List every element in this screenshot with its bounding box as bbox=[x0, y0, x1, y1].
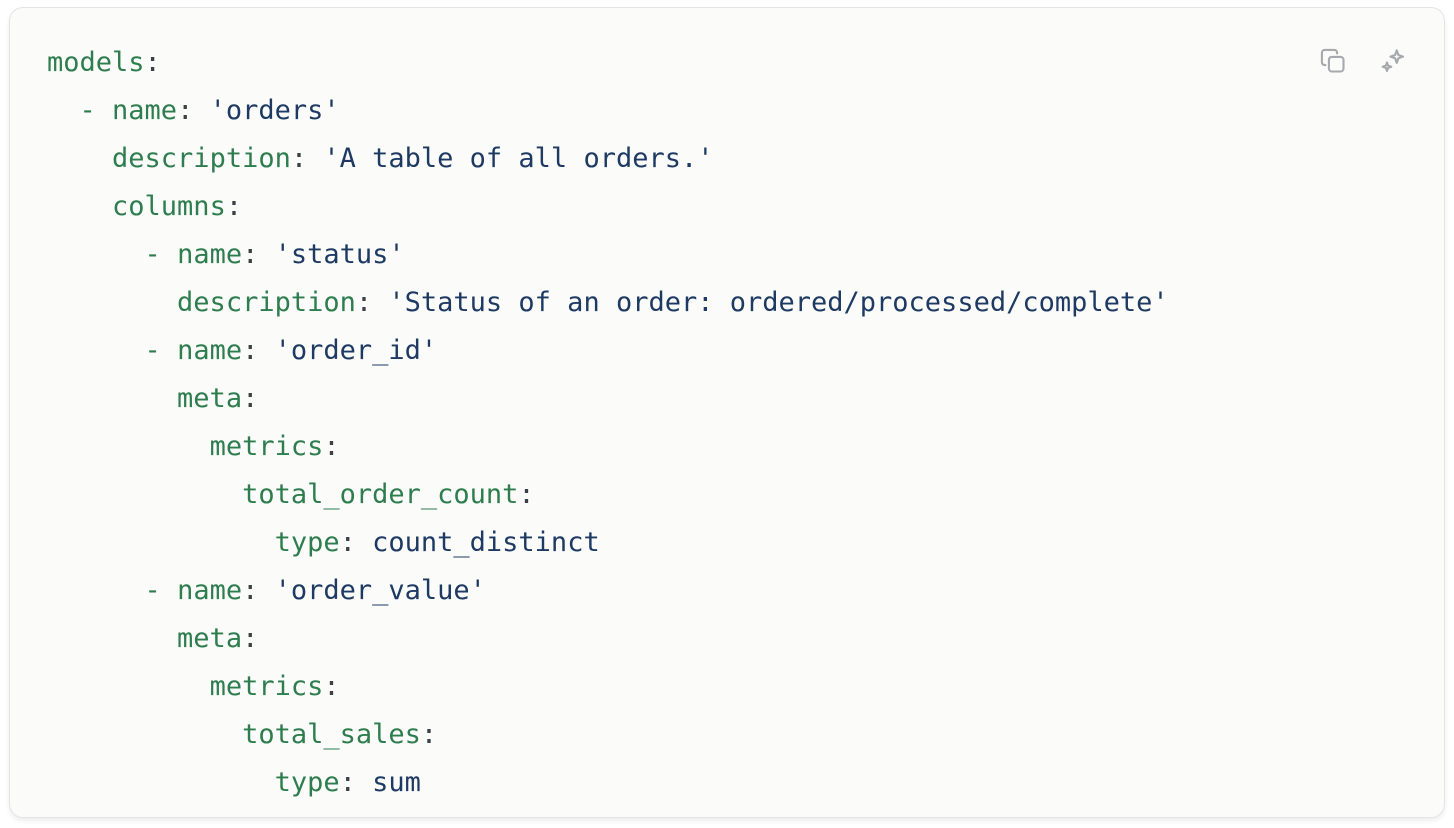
code-segment-plain bbox=[47, 191, 112, 222]
code-segment-key: total_sales bbox=[242, 719, 421, 750]
code-line: models: bbox=[47, 39, 1354, 87]
code-segment-str: 'order_id' bbox=[274, 335, 438, 366]
code-segment-plain bbox=[47, 383, 177, 414]
code-segment-plain bbox=[47, 527, 275, 558]
code-line: type: sum bbox=[47, 759, 1354, 807]
code-line: total_sales: bbox=[47, 711, 1354, 759]
code-segment-plain bbox=[47, 767, 275, 798]
code-segment-plain bbox=[47, 431, 210, 462]
code-segment-plain bbox=[47, 95, 80, 126]
code-segment-punct: : bbox=[339, 767, 373, 798]
code-line: columns: bbox=[47, 183, 1354, 231]
code-line: total_order_count: bbox=[47, 471, 1354, 519]
copy-button[interactable] bbox=[1318, 46, 1348, 76]
code-segment-key: meta bbox=[177, 383, 243, 414]
code-segment-plain bbox=[47, 671, 210, 702]
code-segment-str: 'status' bbox=[274, 239, 405, 270]
code-segment-key: models bbox=[47, 47, 145, 78]
code-segment-val: sum bbox=[372, 767, 421, 798]
code-segment-key: metrics bbox=[209, 671, 324, 702]
code-line: - name: 'status' bbox=[47, 231, 1354, 279]
code-segment-key: type bbox=[274, 767, 340, 798]
code-line: metrics: bbox=[47, 663, 1354, 711]
code-segment-key: description bbox=[177, 287, 356, 318]
code-line: description: 'A table of all orders.' bbox=[47, 135, 1354, 183]
code-line: description: 'Status of an order: ordere… bbox=[47, 279, 1354, 327]
code-segment-str: 'A table of all orders.' bbox=[323, 143, 714, 174]
code-line: metrics: bbox=[47, 423, 1354, 471]
code-segment-plain bbox=[47, 623, 177, 654]
code-segment-key: meta bbox=[177, 623, 243, 654]
code-segment-punct: : bbox=[177, 95, 210, 126]
code-segment-key: description bbox=[112, 143, 291, 174]
code-segment-plain bbox=[47, 239, 145, 270]
code-segment-key: name bbox=[177, 239, 243, 270]
code-segment-punct: : bbox=[242, 239, 275, 270]
code-line: - name: 'order_value' bbox=[47, 567, 1354, 615]
code-segment-punct: : bbox=[339, 527, 373, 558]
code-segment-plain bbox=[47, 335, 145, 366]
code-segment-punct: : bbox=[242, 575, 275, 606]
code-line: meta: bbox=[47, 375, 1354, 423]
code-segment-str: 'order_value' bbox=[274, 575, 486, 606]
code-segment-punct: : bbox=[242, 335, 275, 366]
code-card: models: - name: 'orders' description: 'A… bbox=[9, 7, 1445, 818]
copy-icon bbox=[1319, 47, 1347, 75]
code-segment-plain bbox=[47, 479, 242, 510]
code-segment-punct: : bbox=[225, 191, 243, 222]
code-segment-key: metrics bbox=[209, 431, 324, 462]
code-segment-key: columns bbox=[112, 191, 226, 222]
sparkles-icon bbox=[1378, 46, 1408, 76]
code-segment-punct: : bbox=[420, 719, 438, 750]
code-segment-key: name bbox=[177, 575, 243, 606]
code-segment-dash: - bbox=[144, 239, 178, 270]
code-segment-punct: : bbox=[323, 671, 340, 702]
code-segment-key: type bbox=[274, 527, 340, 558]
code-line: - name: 'orders' bbox=[47, 87, 1354, 135]
code-segment-val: count_distinct bbox=[372, 527, 600, 558]
code-segment-key: total_order_count bbox=[242, 479, 519, 510]
code-segment-str: 'orders' bbox=[209, 95, 340, 126]
code-segment-key: name bbox=[112, 95, 178, 126]
code-segment-punct: : bbox=[323, 431, 340, 462]
code-segment-dash: - bbox=[144, 575, 178, 606]
code-toolbar bbox=[1318, 46, 1408, 76]
yaml-code-block: models: - name: 'orders' description: 'A… bbox=[47, 39, 1354, 807]
code-segment-plain bbox=[47, 575, 145, 606]
ai-sparkle-button[interactable] bbox=[1378, 46, 1408, 76]
code-segment-plain bbox=[47, 719, 242, 750]
code-segment-dash: - bbox=[144, 335, 178, 366]
code-segment-plain bbox=[47, 143, 112, 174]
code-segment-punct: : bbox=[290, 143, 324, 174]
code-segment-str: 'Status of an order: ordered/processed/c… bbox=[388, 287, 1169, 318]
code-line: meta: bbox=[47, 615, 1354, 663]
code-segment-key: name bbox=[177, 335, 243, 366]
code-line: type: count_distinct bbox=[47, 519, 1354, 567]
code-segment-punct: : bbox=[144, 47, 161, 78]
code-segment-punct: : bbox=[242, 383, 259, 414]
code-segment-punct: : bbox=[518, 479, 535, 510]
code-segment-punct: : bbox=[242, 623, 259, 654]
code-line: - name: 'order_id' bbox=[47, 327, 1354, 375]
code-segment-dash: - bbox=[79, 95, 113, 126]
code-segment-punct: : bbox=[355, 287, 389, 318]
code-segment-plain bbox=[47, 287, 177, 318]
